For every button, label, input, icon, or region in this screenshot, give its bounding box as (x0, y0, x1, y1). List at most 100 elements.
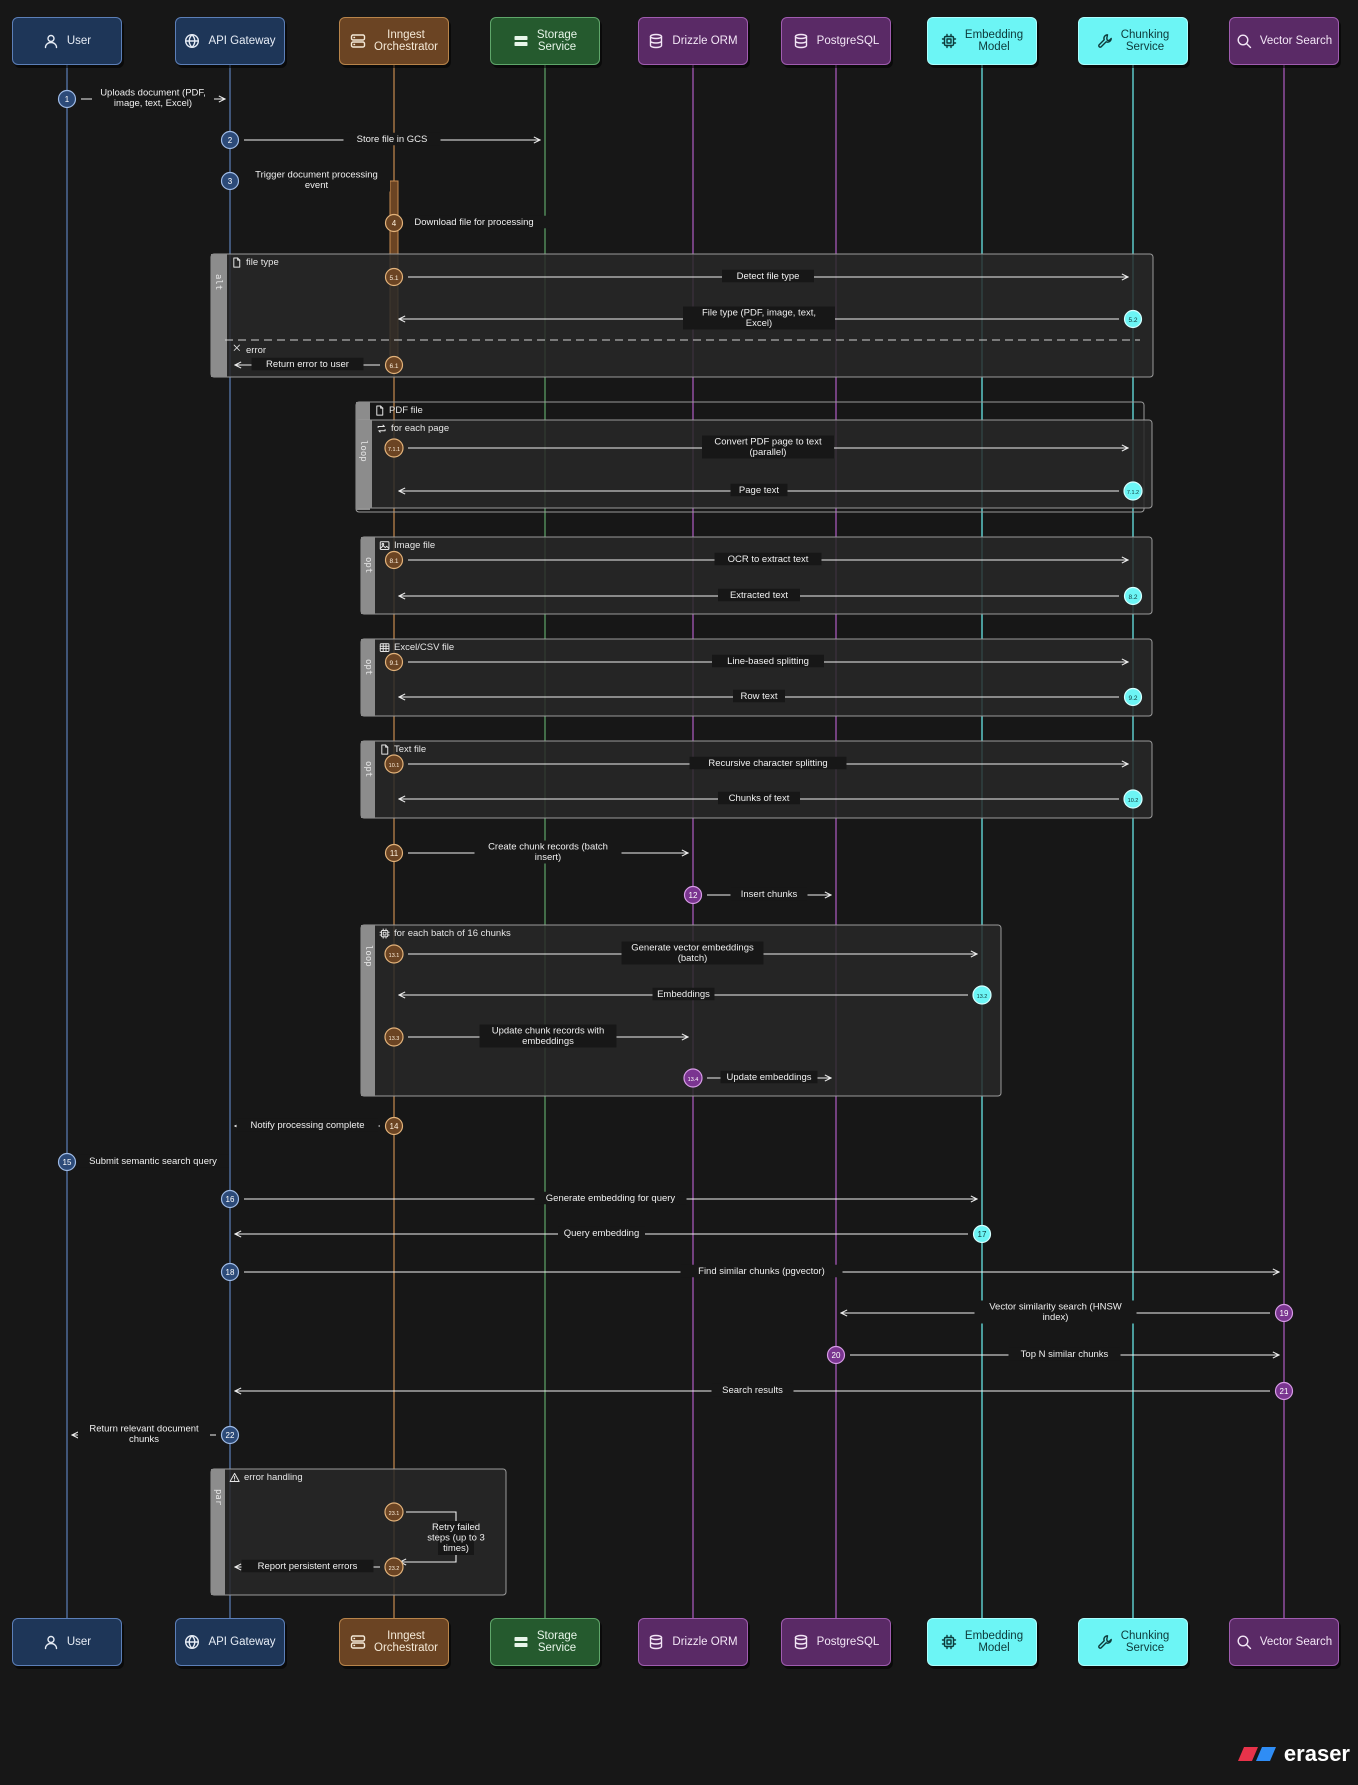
actor-label: Drizzle ORM (672, 35, 737, 47)
actor-label-line: Service (537, 1642, 577, 1654)
message-label: Store file in GCS (357, 134, 428, 145)
step-badge (220, 1425, 240, 1445)
actor-drizzle-top: Drizzle ORM (638, 17, 748, 65)
frame-box (360, 638, 1153, 717)
frame-title: for each batch of 16 chunks (394, 928, 511, 939)
message-label: Return error to user (266, 359, 349, 370)
step-badge (972, 985, 992, 1005)
step-number: 3 (228, 177, 233, 186)
actor-label: API Gateway (208, 1636, 275, 1648)
actor-label-line: Vector Search (1259, 1636, 1333, 1648)
frame-title: error handling (244, 1472, 303, 1483)
label-backdrop (243, 168, 390, 192)
message-13.1: Generate vector embeddings(batch)13.1 (384, 941, 977, 965)
frame-kind-label: alt (213, 274, 223, 290)
message-5.2: File type (PDF, image, text,Excel)5.2 (399, 306, 1143, 330)
actor-label-line: Embedding (964, 29, 1024, 41)
label-backdrop (236, 1118, 379, 1132)
step-number: 15 (63, 1158, 72, 1167)
actor-label-line: PostgreSQL (816, 1636, 880, 1648)
label-backdrop (77, 1154, 229, 1168)
step-badge (220, 130, 240, 150)
database-icon (794, 1634, 807, 1650)
actor-label-line: Chunking (1120, 1630, 1170, 1642)
frame-tab (361, 741, 375, 818)
actor-vector-top: Vector Search (1229, 17, 1339, 65)
message-label: Find similar chunks (pgvector) (698, 1266, 825, 1277)
message-label: Line-based splitting (727, 656, 809, 667)
frame-title: file type (246, 257, 279, 268)
step-badge (384, 754, 404, 774)
search-icon (1237, 34, 1252, 49)
message-label: insert) (535, 852, 561, 863)
frame-title: for each page (391, 423, 449, 434)
database-icon (794, 33, 807, 49)
label-backdrop (1008, 1347, 1121, 1361)
brand-name: eraser (1283, 1741, 1350, 1766)
step-badge (384, 843, 404, 863)
step-number: 7.1.1 (388, 447, 400, 453)
frame-tab (361, 925, 375, 1096)
database-icon (650, 1634, 663, 1650)
step-badge (1123, 687, 1143, 707)
step-badge (1123, 586, 1143, 606)
step-number: 1 (65, 95, 70, 104)
label-backdrop (712, 654, 824, 668)
step-number: 8.1 (389, 558, 398, 565)
message-7.1.1: Convert PDF page to text(parallel)7.1.1 (384, 435, 1128, 459)
step-badge (1123, 789, 1143, 809)
actor-label-line: User (66, 35, 92, 47)
eraser-logo-mark (1237, 1747, 1276, 1761)
database-icon (650, 33, 663, 49)
message-label: File type (PDF, image, text, (702, 308, 816, 319)
message-label: Generate embedding for query (546, 1193, 676, 1204)
step-badge (57, 89, 77, 109)
step-badge (384, 267, 404, 287)
message-label: Retry failed (432, 1522, 480, 1533)
message-label: embeddings (522, 1036, 574, 1047)
actor-label-line: Service (1125, 1642, 1165, 1654)
label-backdrop (652, 987, 715, 1001)
frame-kind-label: opt (363, 761, 373, 777)
server-icon (350, 1635, 366, 1649)
step-number: 5.2 (1128, 317, 1137, 324)
step-badge (384, 213, 404, 233)
actor-label-line: Chunking (1120, 29, 1170, 41)
globe-icon (185, 1634, 200, 1650)
image-icon (379, 541, 390, 550)
frame-loop-2: loop for each page (355, 419, 1153, 509)
message-label: Submit semantic search query (89, 1156, 217, 1167)
step-number: 2 (228, 136, 233, 145)
step-number: 9.1 (389, 660, 398, 667)
label-backdrop (718, 588, 800, 602)
message-label: Extracted text (730, 590, 788, 601)
step-badge (384, 1557, 404, 1577)
step-number: 6.1 (389, 363, 398, 370)
actor-label: Vector Search (1260, 35, 1332, 47)
step-badge (1123, 481, 1143, 501)
step-number: 13.3 (389, 1036, 400, 1042)
frame-tab (356, 420, 372, 508)
frame-kind-label: loop (358, 440, 368, 462)
message-label: Recursive character splitting (708, 758, 827, 769)
step-number: 23.2 (389, 1566, 400, 1572)
message-label: index) (1043, 1312, 1069, 1323)
message-label: image, text, Excel) (114, 98, 192, 109)
message-label: Query embedding (564, 1228, 640, 1239)
actor-api-bottom: API Gateway (175, 1618, 285, 1666)
step-badge (972, 1224, 992, 1244)
step-number: 19 (1280, 1309, 1289, 1318)
